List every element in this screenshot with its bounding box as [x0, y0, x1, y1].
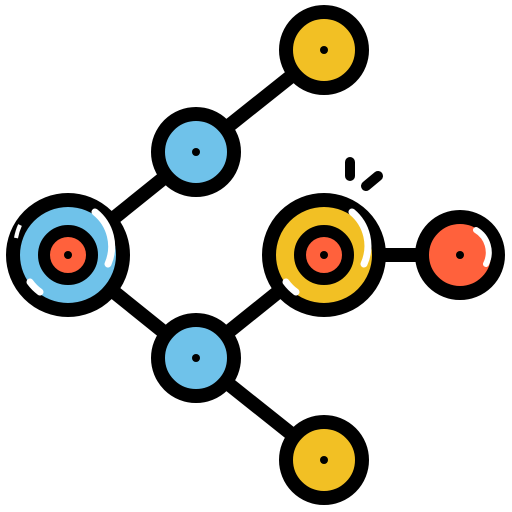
node-middle-hub-highlight — [348, 208, 372, 268]
node-right-leaf-highlight — [473, 227, 492, 267]
node-bottom-leaf — [279, 415, 369, 505]
node-root-dot — [64, 251, 72, 259]
node-right-leaf-dot — [456, 251, 464, 259]
node-lower-branch — [151, 313, 241, 403]
node-middle-hub — [262, 157, 386, 317]
node-root-outline-gap — [14, 224, 22, 239]
node-upper-branch — [151, 107, 241, 197]
node-middle-hub-dot — [320, 251, 328, 259]
node-right-leaf — [415, 210, 505, 300]
node-middle-hub-spark-2 — [361, 171, 383, 191]
node-top-leaf — [279, 5, 369, 95]
node-lower-branch-dot — [192, 354, 200, 362]
node-top-leaf-dot — [320, 46, 328, 54]
node-root-highlight-small — [26, 278, 44, 296]
node-root-highlight — [91, 208, 116, 268]
node-upper-branch-dot — [192, 148, 200, 156]
node-middle-hub-highlight-small — [282, 278, 300, 296]
node-root — [6, 193, 130, 317]
node-bottom-leaf-dot — [320, 456, 328, 464]
